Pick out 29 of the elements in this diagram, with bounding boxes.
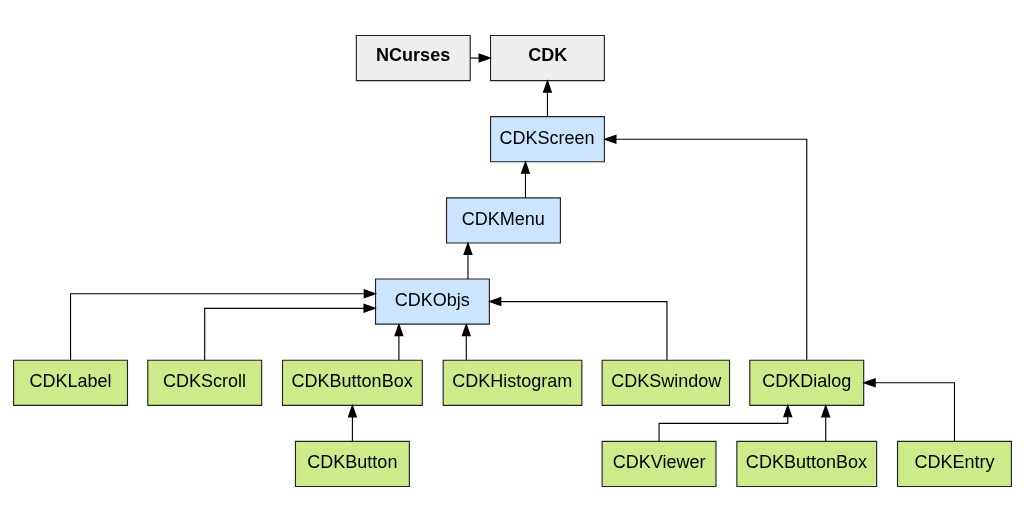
node-box: CDKScroll	[146, 359, 262, 406]
arrow	[487, 296, 668, 361]
arrow	[69, 288, 377, 361]
arrow	[861, 378, 955, 442]
node-box: NCurses	[355, 34, 471, 82]
node-box: CDKLabel	[12, 359, 128, 406]
arrow	[820, 403, 830, 442]
arrow	[542, 79, 552, 118]
arrow	[462, 241, 473, 280]
node-box: CDKScreen	[489, 116, 605, 163]
arrow	[658, 403, 793, 442]
arrow	[461, 322, 471, 361]
node-box: CDKDialog	[748, 359, 864, 406]
node-box: CDKButtonBox	[735, 440, 877, 488]
arrow	[520, 160, 530, 199]
node-box: CDKSwindow	[601, 359, 730, 406]
arrow	[393, 322, 404, 361]
node-box: CDKMenu	[445, 197, 561, 244]
arrow	[347, 403, 357, 442]
node-box: CDKObjs	[374, 278, 490, 325]
arrow	[602, 134, 807, 361]
arrow	[469, 53, 492, 63]
arrow	[203, 303, 377, 361]
node-box: CDKViewer	[601, 440, 717, 488]
node-box: CDKHistogram	[442, 359, 582, 406]
node-box: CDK	[489, 34, 605, 82]
node-box: CDKEntry	[896, 440, 1012, 488]
node-box: CDKButton	[294, 440, 410, 488]
node-box: CDKButtonBox	[281, 359, 423, 406]
